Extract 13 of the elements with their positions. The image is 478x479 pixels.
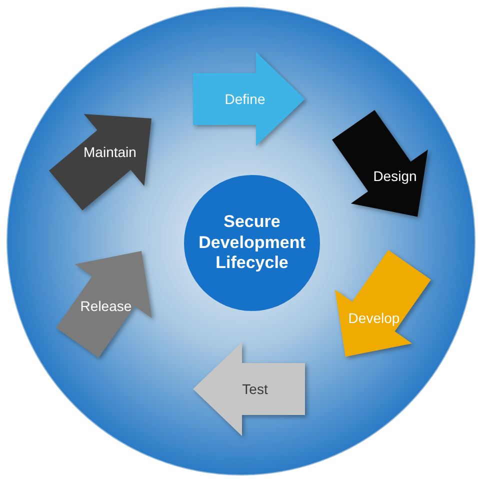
step-arrow [334,250,431,357]
step-label: Design [373,168,417,184]
step-arrow [56,251,152,358]
step-arrow [49,114,152,210]
step-arrow [193,342,305,436]
step-label: Test [242,381,268,397]
center-title: Secure Development Lifecycle [198,212,306,274]
step-label: Maintain [84,144,136,160]
step-label: Develop [348,310,400,326]
step-arrow [332,110,428,217]
step-arrow [193,52,305,146]
step-label: Define [224,91,266,107]
step-label: Release [80,298,132,314]
